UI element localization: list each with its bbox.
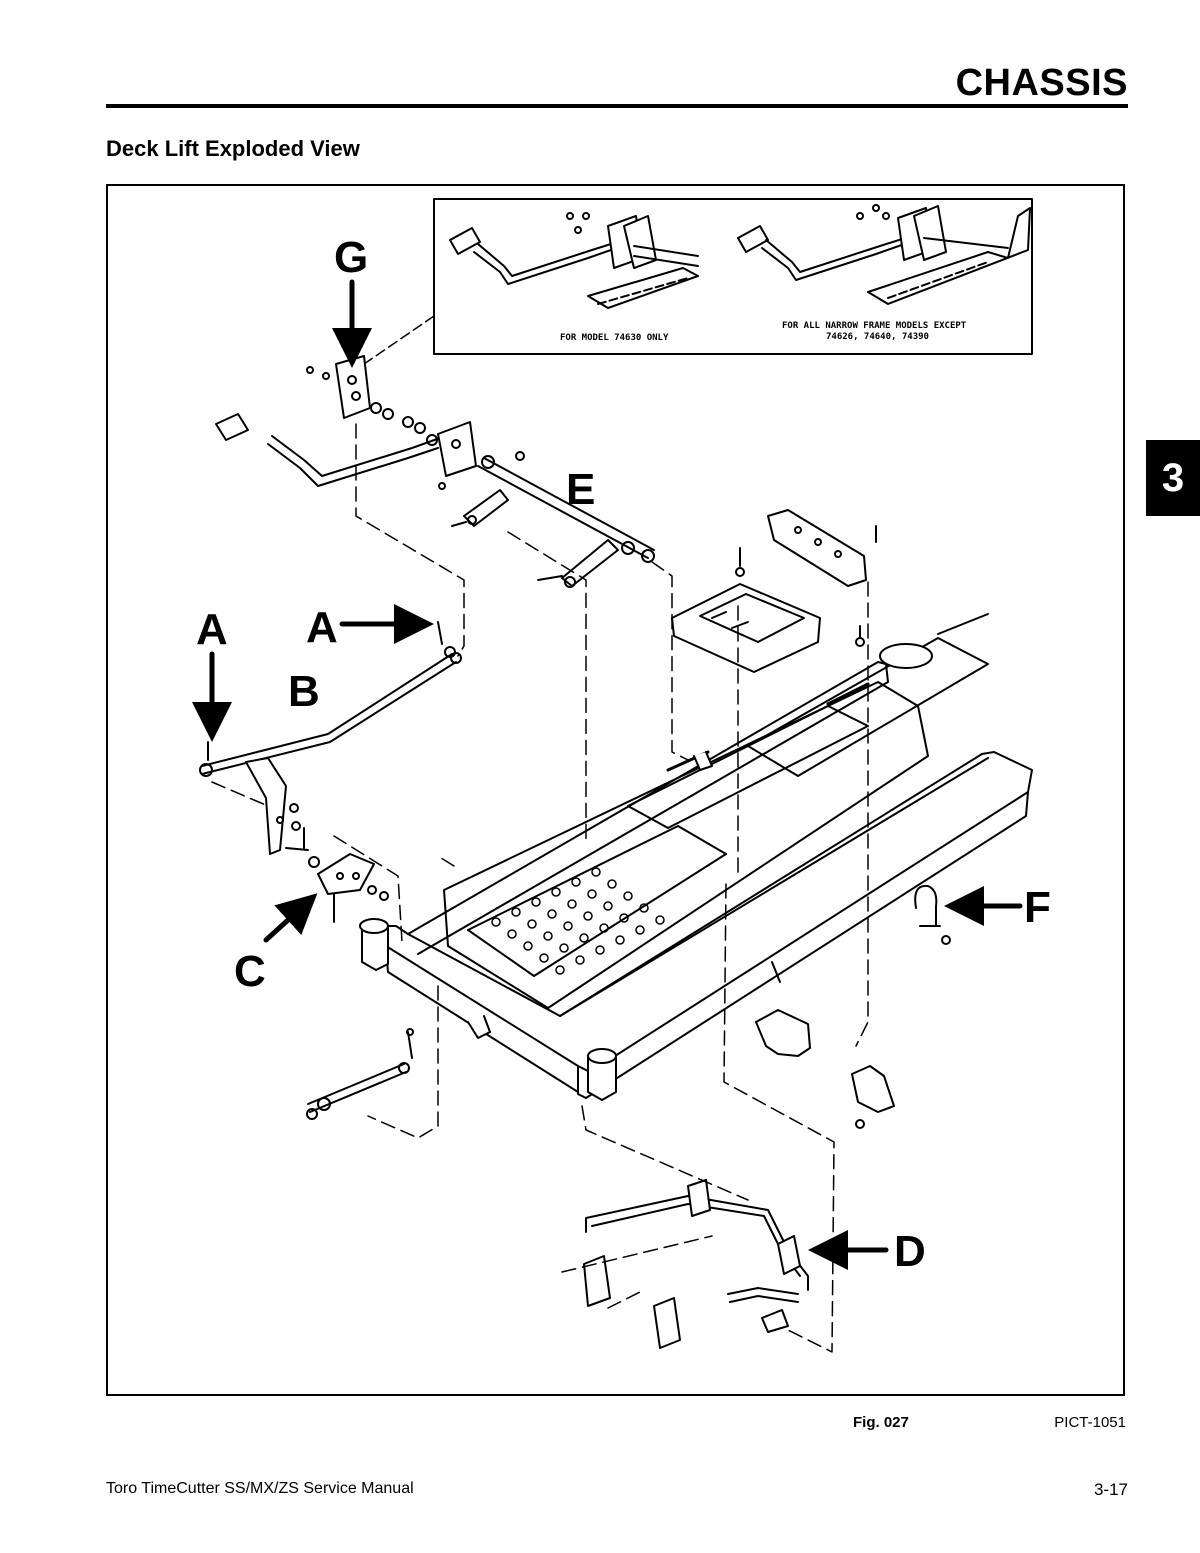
- main-chassis-frame: [359, 613, 1033, 1101]
- callout-e: E: [566, 465, 595, 514]
- footer-manual-title: Toro TimeCutter SS/MX/ZS Service Manual: [106, 1480, 414, 1497]
- footer-page-number: 3-17: [1093, 1480, 1128, 1499]
- inset-left-lift-lever: [449, 212, 699, 309]
- figure-caption: Fig. 027: [853, 1414, 909, 1431]
- exploded-view-figure: FOR MODEL 74630 ONLY FOR ALL NARROW FRAM…: [106, 184, 1125, 1396]
- callout-arrow-c: [263, 893, 318, 943]
- exploded-view-drawing: FOR MODEL 74630 ONLY FOR ALL NARROW FRAM…: [192, 198, 1051, 1353]
- bellcrank-lever: [245, 757, 320, 868]
- lift-shaft-assembly: [451, 451, 655, 588]
- lower-lift-arm-assembly: [583, 1179, 809, 1349]
- lower-right-brackets: [755, 961, 895, 1129]
- frame-deck-plate-holes: [491, 867, 665, 975]
- callout-a2: A: [306, 603, 338, 652]
- callout-d: D: [894, 1227, 926, 1276]
- model-variants-inset: FOR MODEL 74630 ONLY FOR ALL NARROW FRAM…: [433, 198, 1033, 355]
- assembly-dashed-lines: [211, 423, 869, 1353]
- inset-note-right-line1: FOR ALL NARROW FRAME MODELS EXCEPT: [782, 321, 967, 331]
- inset-note-right-line2: 74626, 74640, 74390: [826, 332, 929, 342]
- mounting-bracket: [303, 827, 389, 923]
- figure-id: PICT-1051: [1054, 1414, 1126, 1431]
- callout-f: F: [1024, 883, 1051, 932]
- callout-g: G: [334, 233, 368, 282]
- lower-left-link: [306, 1028, 414, 1120]
- callout-c: C: [234, 947, 266, 996]
- header-rule: [106, 104, 1128, 108]
- callout-arrows: [192, 279, 1023, 1270]
- page-heading: Deck Lift Exploded View: [106, 136, 360, 161]
- inset-note-left: FOR MODEL 74630 ONLY: [560, 333, 669, 343]
- lift-link-rod: [199, 621, 462, 777]
- section-title: CHASSIS: [955, 62, 1128, 104]
- inset-right-lift-lever: [737, 204, 1031, 305]
- chapter-tab: 3: [1146, 440, 1200, 516]
- callout-b: B: [288, 667, 320, 716]
- callout-a1: A: [196, 605, 228, 654]
- deck-hook: [914, 884, 951, 945]
- upper-right-brackets: [671, 509, 877, 673]
- upper-lift-lever-assembly: [215, 355, 477, 490]
